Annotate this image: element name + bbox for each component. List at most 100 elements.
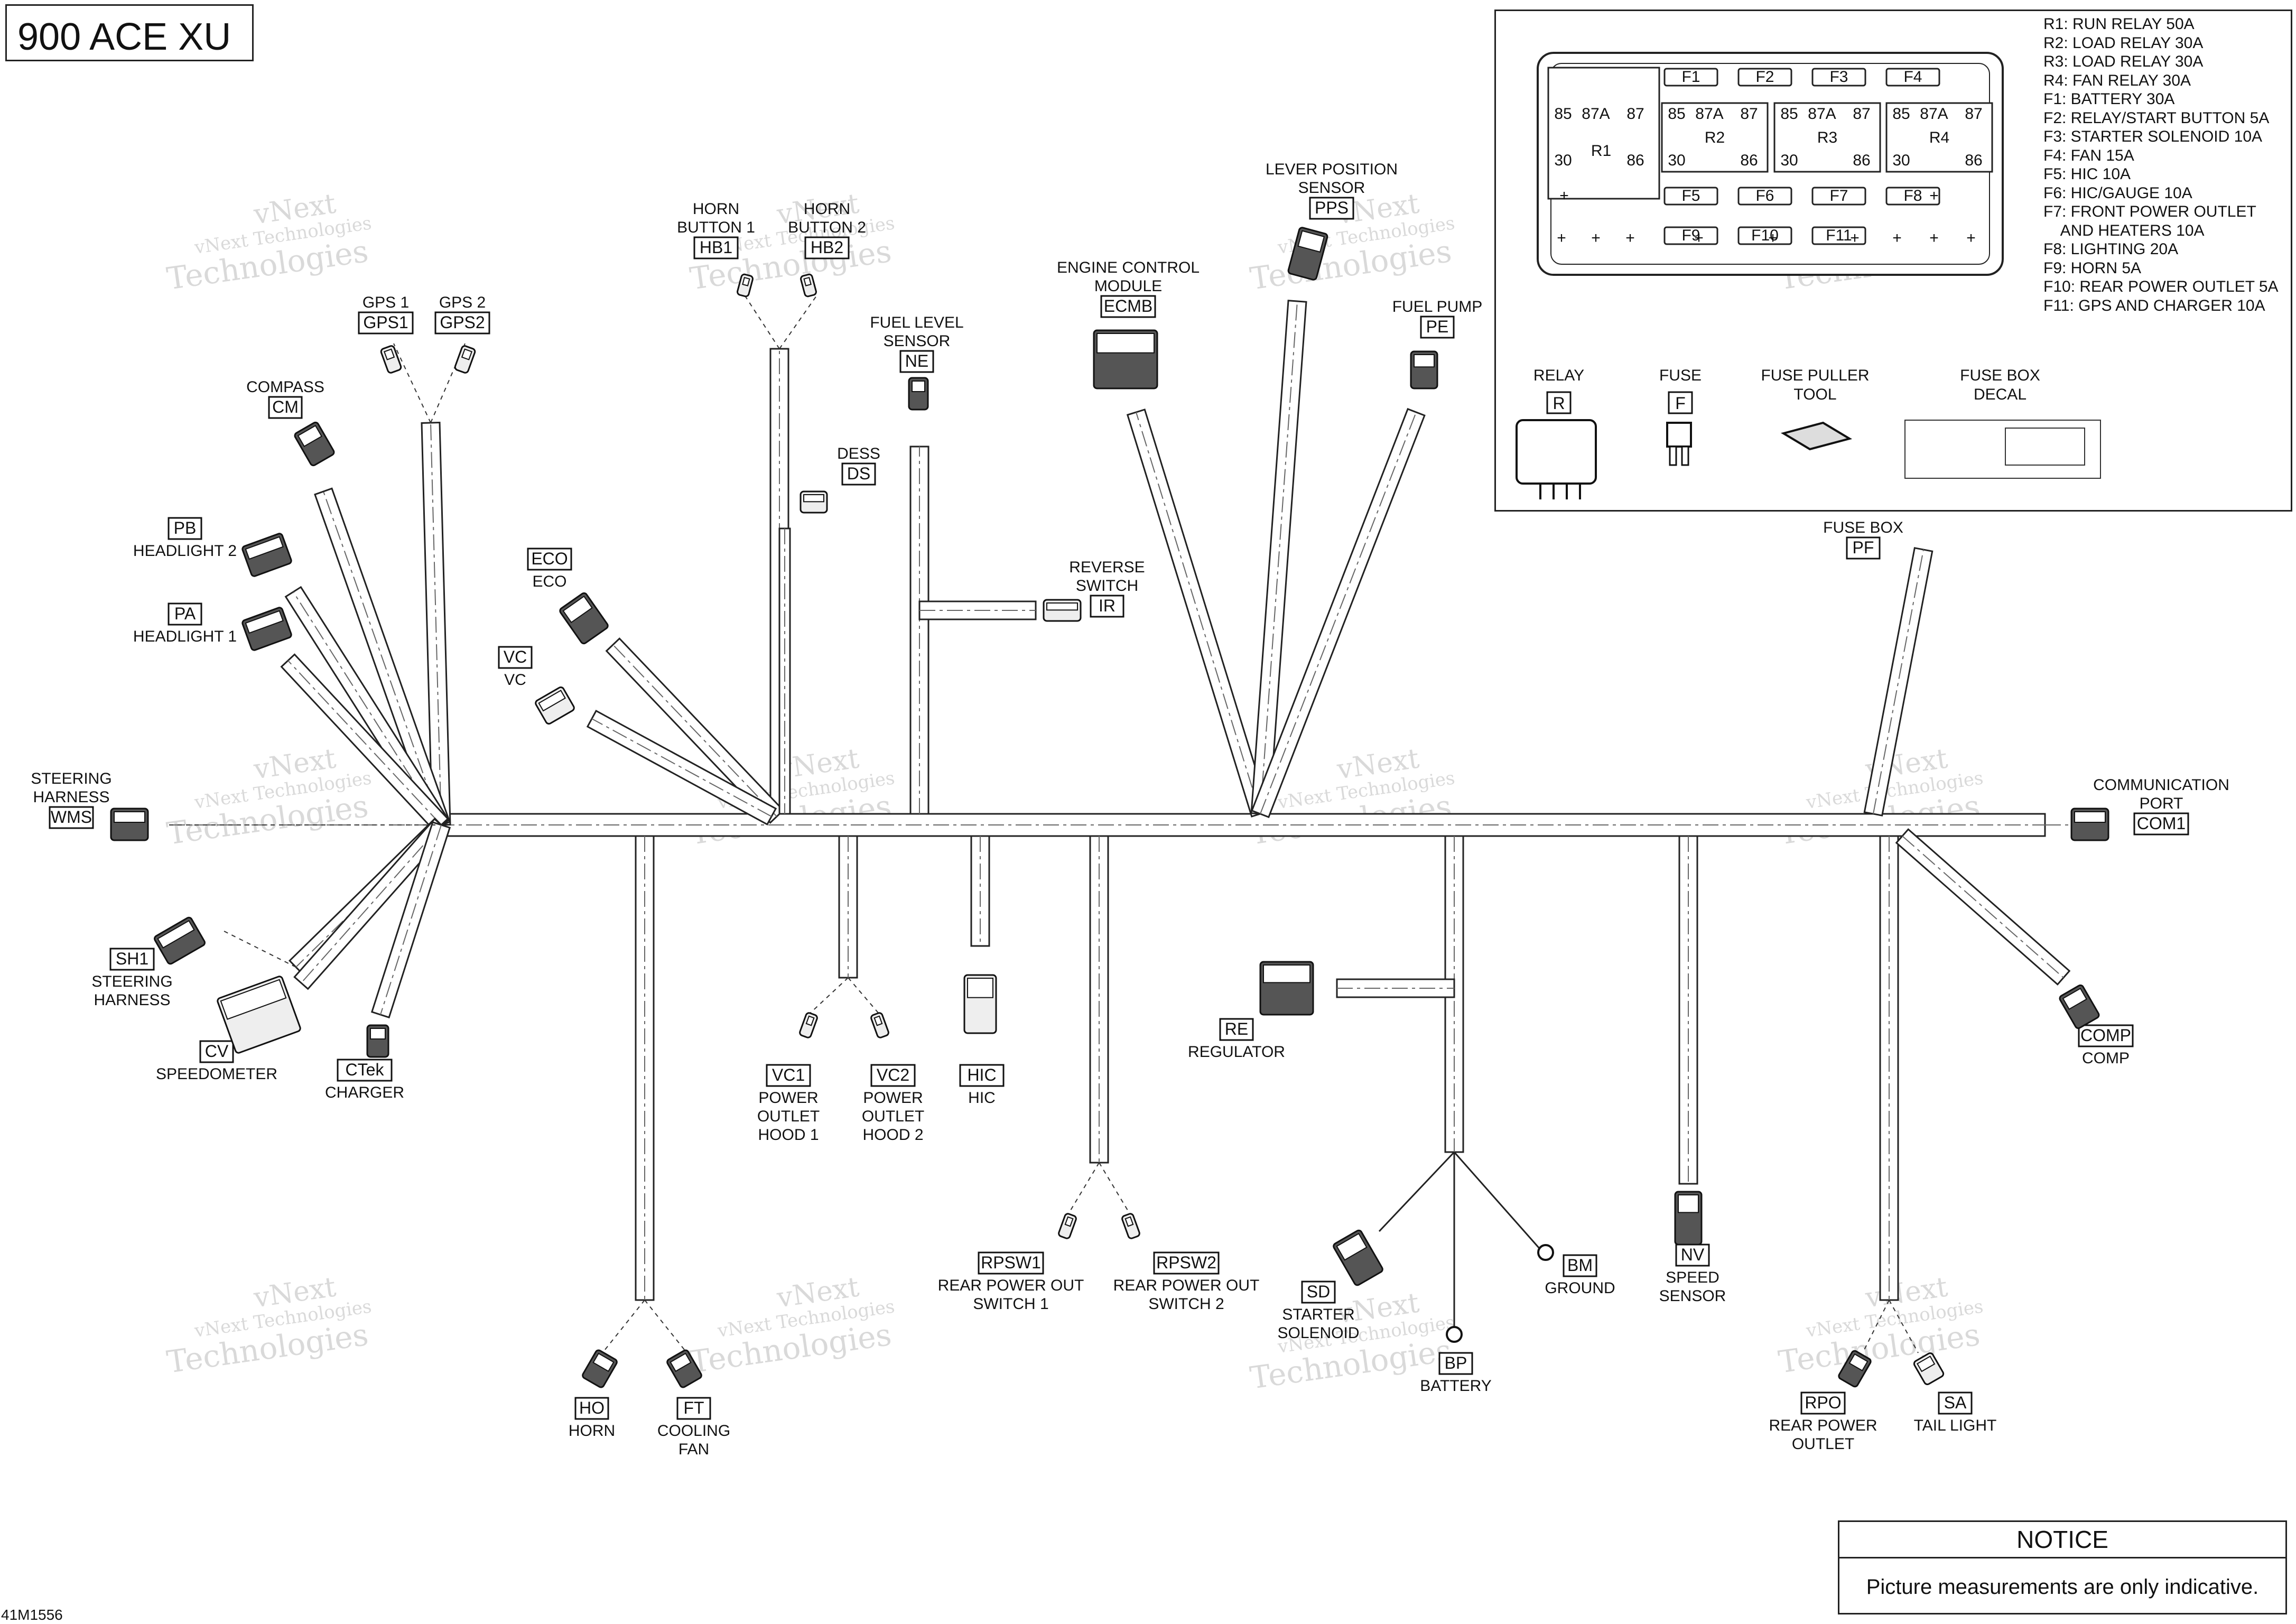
connector-code-box [676,1397,711,1420]
fuse-slot-mark: + [1850,229,1860,247]
legend-item-label: FUSE BOX [1960,367,2040,384]
connector-name: REAR POWER [1769,1417,1877,1434]
connector-code-box [527,547,572,571]
fuse-list-item: AND HEATERS 10A [2043,221,2205,239]
relay-pin-label: 86 [1853,152,1870,169]
lead-line [779,295,817,349]
fuse-label: F7 [1829,187,1848,205]
fuse-slot-mark: + [1591,229,1601,247]
connector-code: SH1 [116,949,148,968]
connector-name: HARNESS [33,788,109,806]
connector-code-box [1100,295,1156,318]
fuse-slot-mark: + [1966,229,1976,247]
connector-plug-icon [1259,961,1314,1016]
connector-code: HB2 [811,238,843,257]
connector-plug-icon [1287,227,1328,281]
connector-code-box [978,1251,1044,1275]
connector-code: RPSW1 [981,1253,1041,1272]
connector-code: COMP [2080,1026,2131,1045]
connector-name: DESS [837,445,880,462]
connector-name: LEVER POSITION [1266,161,1398,178]
connector-code: GPS1 [363,313,408,332]
fuse-list-item: F10: REAR POWER OUTLET 5A [2043,278,2279,295]
connector-code: RPO [1805,1393,1841,1412]
connector-code-box [804,236,850,259]
legend-item-code: R [1553,394,1565,413]
connector-code-box [1938,1391,1973,1415]
fuse-list-item: R1: RUN RELAY 50A [2043,15,2195,33]
connector-name: ECO [532,573,566,590]
legend-item-label: RELAY [1533,367,1584,384]
connector-dess-label: DESS DS [837,445,880,486]
connector-name: HOOD 2 [862,1126,923,1144]
harness-branch [370,821,451,1019]
lead-line [602,1300,645,1353]
connector-code: CV [205,1042,229,1061]
connector-code: HIC [967,1065,996,1084]
connector-code-box [168,602,202,626]
connector-code: ECO [531,549,568,568]
relay-pin-label: 87A [1808,105,1836,123]
connector-plug-icon [737,273,754,298]
connector-code-box [268,396,303,419]
connector-code: PE [1426,317,1449,336]
relay-label: R3 [1817,129,1837,146]
lead-line [1067,1162,1100,1216]
fuse-label: F4 [1903,68,1922,86]
relay-pin-label: 87 [1965,105,1982,123]
harness-branch [1678,835,1698,1185]
lead-line [393,343,431,423]
connector-code: BP [1445,1353,1467,1372]
connector-plug-icon [154,916,206,965]
relay-pin-label: 30 [1780,152,1798,169]
connector-name: OUTLET [862,1108,924,1125]
connector-code: PF [1853,538,1874,557]
connector-code: CTek [346,1060,385,1079]
relay-label: R1 [1591,142,1611,160]
connector-code-box [841,462,876,486]
connector-plug-icon [800,273,817,298]
connector-name: HOOD 1 [758,1126,819,1144]
connector-code-box [109,948,155,971]
diagram-title: 900 ACE XU [17,16,231,58]
harness-branch [635,835,655,1301]
connector-code-box [766,1064,811,1087]
harness-branch [586,710,777,825]
connector-name: BUTTON 2 [788,219,866,236]
relay-pin-label: 30 [1554,152,1572,169]
connector-name: CHARGER [325,1084,404,1101]
connector-name: TAIL LIGHT [1914,1417,1997,1434]
connector-plug-icon [535,686,575,725]
connector-code: NE [905,351,928,370]
relay-pin-label: 86 [1965,152,1982,169]
fuse-slot-mark: + [1625,229,1635,247]
connector-code: DS [847,464,870,483]
legend-item-label: FUSE PULLER [1761,367,1869,384]
fuse-list-item: F3: STARTER SOLENOID 10A [2043,128,2263,145]
fuse-label: F1 [1681,68,1700,86]
fuse-puller-illustration [1780,421,1853,451]
connector-code-box [49,806,94,829]
legend-item-label: TOOL [1793,386,1836,403]
fuse-slot-mark: + [1559,187,1569,205]
fuse-label: F5 [1681,187,1700,205]
harness-branch [1089,835,1109,1164]
connector-code: SD [1307,1282,1330,1301]
connector-code-box [1846,536,1881,560]
connector-name: FAN [678,1441,709,1458]
fuse-list-item: F7: FRONT POWER OUTLET [2043,203,2256,220]
connector-plug-icon [294,421,335,467]
